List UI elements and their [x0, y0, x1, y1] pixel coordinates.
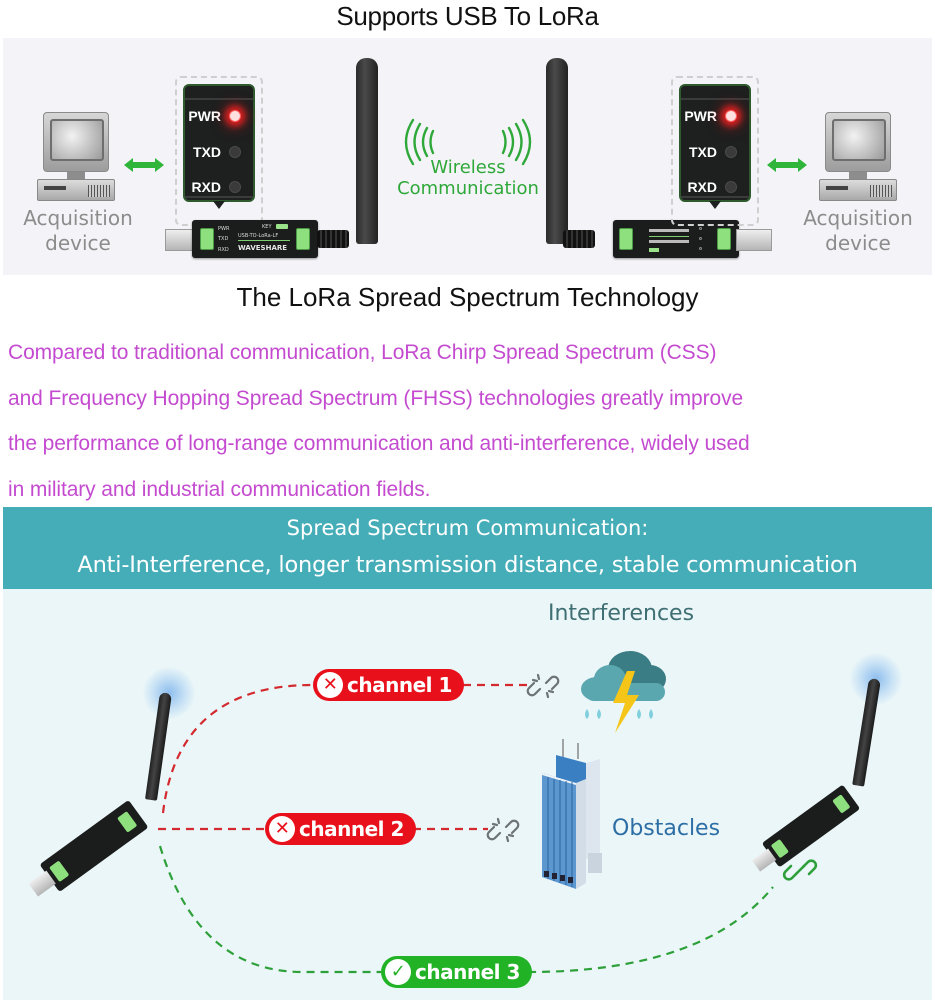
led-row-rxd: RXD	[191, 179, 241, 195]
banner-subheading: Anti-Interference, longer transmission d…	[77, 552, 858, 578]
storm-cloud-icon	[581, 651, 666, 733]
channel-3-badge: ✓ channel 3	[381, 956, 532, 988]
dongle-key-label: KEY	[262, 224, 272, 230]
section-title-usb-to-lora: Supports USB To LoRa	[336, 1, 599, 31]
channel-3-path-right	[527, 886, 774, 974]
led-rxd-off-icon	[229, 181, 241, 193]
paragraph-line: and Frequency Hopping Spread Spectrum (F…	[8, 386, 744, 410]
paragraph-line: in military and industrial communication…	[8, 477, 431, 501]
bidirectional-arrow-icon-right	[767, 158, 807, 172]
banner-heading: Spread Spectrum Communication:	[286, 516, 649, 540]
dongle-pin-label: TXD	[218, 236, 229, 242]
led-pwr-on-icon	[229, 110, 241, 122]
led-indicator-card-right: PWR TXD RXD	[679, 84, 751, 209]
antenna-connector-right	[563, 230, 595, 248]
channel-hopping-diagram: ✕ channel 1 Interferences ✕ channel 2	[3, 589, 932, 1000]
acquisition-label-line1: Acquisition	[803, 206, 913, 230]
channel-label: channel 1	[347, 673, 452, 697]
channel-3-path-left	[158, 845, 381, 974]
interferences-label: Interferences	[548, 601, 695, 626]
acquisition-label-line2: device	[825, 231, 891, 255]
acquisition-label-line1: Acquisition	[23, 206, 133, 230]
usb-lora-dongle-right	[613, 220, 739, 258]
link-icon	[782, 859, 818, 881]
terminal-block-icon	[717, 228, 731, 250]
usb-lora-illustration-panel: Acquisition device PWR TXD RXD PWR TXD R…	[3, 38, 932, 275]
channel-label: channel 2	[299, 817, 404, 841]
x-circle-icon: ✕	[269, 816, 295, 842]
paragraph-line: the performance of long-range communicat…	[8, 432, 750, 455]
broken-link-icon	[526, 673, 560, 699]
channel-paths	[158, 683, 774, 974]
led-txd-off-icon	[229, 146, 241, 158]
terminal-block-icon	[296, 228, 310, 250]
radio-waves-icon	[404, 118, 532, 166]
channel-label: channel 3	[415, 960, 520, 984]
wireless-line1: Wireless	[430, 157, 506, 178]
x-circle-icon: ✕	[317, 672, 343, 698]
broken-link-icon	[486, 817, 520, 843]
spread-spectrum-banner: Spread Spectrum Communication: Anti-Inte…	[3, 507, 932, 589]
acquisition-device-label-right: Acquisition device	[793, 206, 923, 256]
usb-plug-right	[736, 229, 772, 251]
led-row-pwr: PWR	[684, 108, 737, 124]
led-indicator-card-left: PWR TXD RXD	[183, 84, 255, 209]
led-pwr-on-icon	[725, 110, 737, 122]
led-label: RXD	[687, 179, 717, 195]
led-label: TXD	[689, 144, 717, 160]
led-label: PWR	[188, 108, 221, 124]
acquisition-device-label-left: Acquisition device	[13, 206, 143, 256]
dongle-key-button	[276, 224, 288, 229]
usb-lora-dongle-left: PWR TXD RXD KEY USB-TO-LoRa-LF WAVESHARE	[192, 220, 318, 258]
led-txd-off-icon	[725, 146, 737, 158]
led-callout-frame-right	[671, 76, 759, 226]
antenna-connector-left	[317, 230, 349, 248]
channel-1-badge: ✕ channel 1	[313, 669, 464, 701]
led-label: RXD	[191, 179, 221, 195]
led-label: PWR	[684, 108, 717, 124]
terminal-block-icon	[619, 228, 633, 250]
led-row-rxd: RXD	[687, 179, 737, 195]
led-row-pwr: PWR	[188, 108, 241, 124]
acquisition-label-line2: device	[45, 231, 111, 255]
bidirectional-arrow-icon-left	[124, 158, 164, 172]
channel-2-badge: ✕ channel 2	[265, 813, 416, 845]
channel-1-path-left	[161, 683, 314, 814]
obstacles-label: Obstacles	[612, 816, 721, 841]
building-icon	[542, 739, 602, 889]
led-row-txd: TXD	[193, 144, 241, 160]
dongle-pin-label: PWR	[218, 226, 230, 232]
dongle-model-label: USB-TO-LoRa-LF	[238, 233, 279, 239]
dongle-brand-label: WAVESHARE	[238, 244, 288, 252]
paragraph-line: Compared to traditional communication, L…	[8, 341, 717, 364]
section-title-lora-spread-spectrum: The LoRa Spread Spectrum Technology	[236, 282, 699, 312]
antenna-right	[546, 58, 568, 244]
check-circle-icon: ✓	[385, 959, 411, 985]
dongle-pin-label: RXD	[218, 247, 229, 253]
led-row-txd: TXD	[689, 144, 737, 160]
led-rxd-off-icon	[725, 181, 737, 193]
wireless-communication-label: Wireless Communication	[383, 157, 553, 199]
wireless-line2: Communication	[397, 178, 539, 199]
led-label: TXD	[193, 144, 221, 160]
terminal-block-icon	[200, 228, 214, 250]
description-paragraph: Compared to traditional communication, L…	[8, 330, 933, 512]
antenna-left	[356, 58, 378, 244]
